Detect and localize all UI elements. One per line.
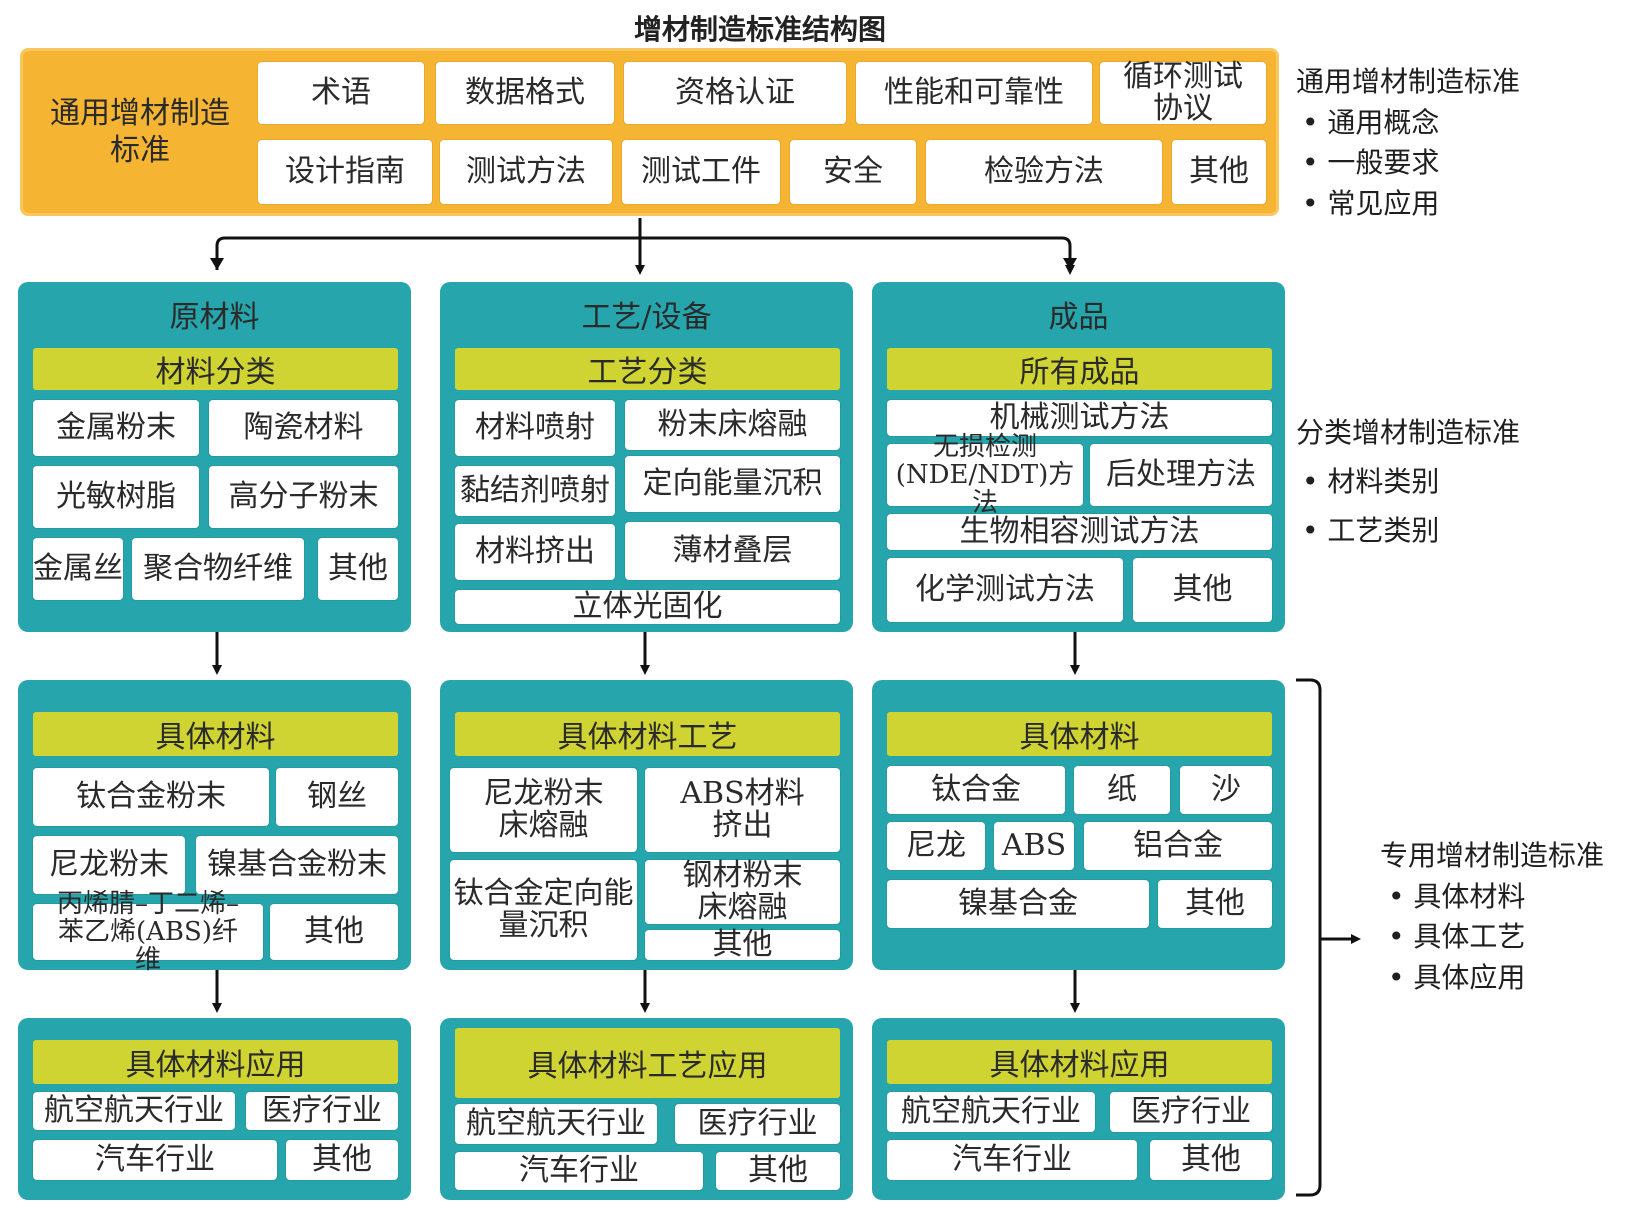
application-cell: 汽车行业 (887, 1140, 1137, 1180)
specific-process-header: 具体材料工艺 (455, 712, 840, 756)
category-cell: 黏结剂喷射 (455, 466, 615, 516)
application-cell: 航空航天行业 (33, 1092, 235, 1130)
application-cell: 医疗行业 (675, 1104, 840, 1144)
side-category-item: 材料类别 (1296, 457, 1566, 506)
specific-product-header: 具体材料 (887, 712, 1272, 756)
side-category-standards: 分类增材制造标准 材料类别 工艺类别 (1296, 408, 1566, 555)
side-specific-title: 专用增材制造标准 (1380, 839, 1605, 872)
general-cell-design-guide: 设计指南 (258, 140, 432, 204)
general-cell-inspection: 检验方法 (926, 140, 1162, 204)
category-cell: 无损检测(NDE/NDT)方法 (887, 433, 1083, 517)
specific-cell: 铝合金 (1084, 822, 1272, 870)
side-category-item: 工艺类别 (1296, 506, 1566, 555)
specific-cell: 钢材粉末床熔融 (645, 859, 840, 924)
specific-cell: ABS材料挤出 (645, 768, 840, 852)
side-general-title: 通用增材制造标准 (1296, 65, 1521, 98)
category-cell: 高分子粉末 (209, 466, 398, 528)
application-cell: 航空航天行业 (887, 1092, 1095, 1132)
specific-cell: 钢丝 (276, 768, 398, 826)
specific-cell: 钛合金定向能量沉积 (450, 860, 637, 960)
side-general-item: 一般要求 (1296, 143, 1566, 184)
application-cell: 医疗行业 (246, 1092, 398, 1130)
general-cell-round-robin: 循环测试协议 (1100, 60, 1266, 125)
side-specific-standards: 专用增材制造标准 具体材料 具体工艺 具体应用 (1380, 836, 1636, 998)
application-cell: 航空航天行业 (455, 1104, 657, 1144)
category-cell: 金属粉末 (33, 400, 199, 456)
process-application-header: 具体材料工艺应用 (455, 1028, 840, 1098)
specific-cell: 沙 (1180, 766, 1272, 814)
specific-cell: 镍基合金 (887, 880, 1149, 928)
material-category-header: 材料分类 (33, 348, 398, 390)
general-cell-data-format: 数据格式 (436, 62, 614, 124)
side-specific-item: 具体应用 (1380, 958, 1636, 999)
side-general-standards: 通用增材制造标准 通用概念 一般要求 常见应用 (1296, 62, 1566, 224)
specific-cell: 纸 (1074, 766, 1170, 814)
category-cell: 材料喷射 (455, 400, 615, 456)
category-cell: 定向能量沉积 (625, 456, 840, 512)
side-general-item: 通用概念 (1296, 103, 1566, 144)
product-application-header: 具体材料应用 (887, 1040, 1272, 1084)
application-cell: 医疗行业 (1110, 1092, 1272, 1132)
general-cell-test-method: 测试方法 (440, 140, 612, 204)
category-cell: 粉末床熔融 (625, 400, 840, 450)
general-cell-test-artifact: 测试工件 (622, 140, 780, 204)
category-cell: 光敏树脂 (33, 466, 199, 528)
specific-material-header: 具体材料 (33, 712, 398, 756)
specific-cell: 丙烯腈–丁二烯–苯乙烯(ABS)纤维 (33, 890, 263, 974)
raw-material-title: 原材料 (169, 300, 260, 335)
general-cell-qualification: 资格认证 (624, 62, 846, 124)
general-cell-safety: 安全 (790, 140, 916, 204)
category-cell: 后处理方法 (1090, 444, 1272, 506)
general-cell-performance: 性能和可靠性 (856, 62, 1092, 124)
application-cell: 汽车行业 (33, 1140, 277, 1180)
specific-cell: ABS (994, 822, 1074, 870)
application-cell: 汽车行业 (455, 1152, 703, 1190)
specific-cell: 尼龙粉末床熔融 (450, 768, 637, 852)
application-cell: 其他 (716, 1152, 840, 1190)
general-cell-terminology: 术语 (258, 62, 424, 124)
specific-cell: 钛合金 (887, 766, 1065, 814)
category-cell: 机械测试方法 (887, 400, 1272, 436)
specific-cell: 镍基合金粉末 (196, 836, 398, 894)
application-cell: 其他 (1150, 1140, 1272, 1180)
process-equipment-title: 工艺/设备 (581, 300, 712, 335)
general-cell-other: 其他 (1172, 140, 1266, 204)
category-cell: 聚合物纤维 (132, 538, 304, 600)
side-specific-item: 具体材料 (1380, 877, 1636, 918)
category-cell: 金属丝 (33, 538, 123, 600)
specific-cell: 尼龙粉末 (33, 836, 185, 894)
side-category-title: 分类增材制造标准 (1296, 416, 1521, 449)
side-specific-item: 具体工艺 (1380, 917, 1636, 958)
product-category-header: 所有成品 (887, 348, 1272, 390)
specific-cell: 尼龙 (887, 822, 985, 870)
category-cell: 立体光固化 (455, 590, 840, 624)
category-cell: 材料挤出 (455, 524, 615, 580)
category-cell: 生物相容测试方法 (887, 514, 1272, 550)
specific-cell: 钛合金粉末 (33, 768, 269, 826)
category-cell: 其他 (318, 538, 398, 600)
application-cell: 其他 (286, 1140, 398, 1180)
category-cell: 陶瓷材料 (209, 400, 398, 456)
category-cell: 化学测试方法 (887, 558, 1123, 622)
specific-cell: 其他 (1158, 880, 1272, 928)
page-title: 增材制造标准结构图 (633, 13, 886, 46)
side-general-item: 常见应用 (1296, 184, 1566, 225)
category-cell: 薄材叠层 (625, 522, 840, 580)
category-cell: 其他 (1133, 558, 1272, 622)
material-application-header: 具体材料应用 (33, 1040, 398, 1084)
specific-cell: 其他 (645, 928, 840, 961)
finished-product-title: 成品 (1048, 300, 1109, 335)
general-standards-label: 通用增材制造标准 (50, 95, 230, 169)
specific-cell: 其他 (270, 904, 398, 960)
process-category-header: 工艺分类 (455, 348, 840, 390)
